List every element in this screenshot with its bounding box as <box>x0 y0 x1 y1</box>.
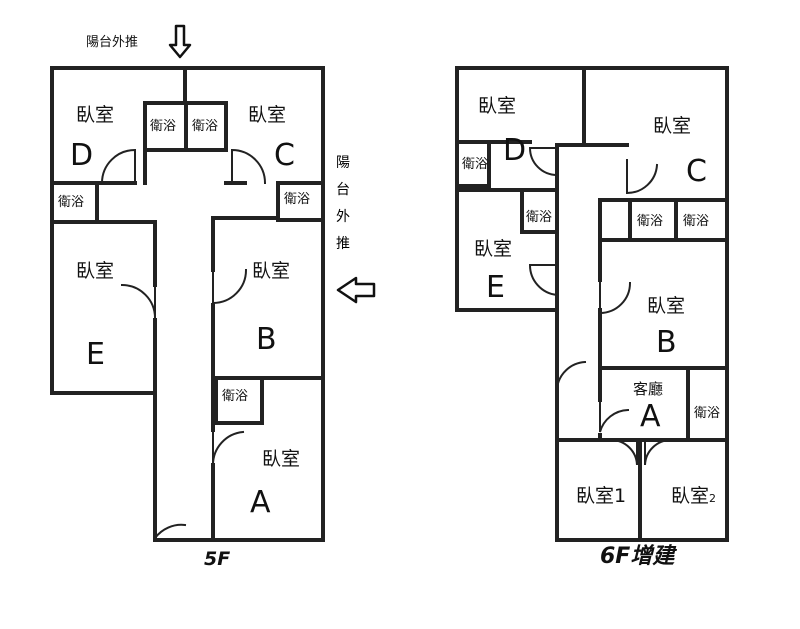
room-letter-5f-d: D <box>70 138 94 173</box>
room-letter-6f-e: E <box>486 270 505 305</box>
bath-label-6f-4: 衛浴 <box>683 214 710 229</box>
balcony-side-char: 陽 <box>336 155 350 171</box>
bath-label-5f-2: 衛浴 <box>192 119 219 134</box>
room-letter-6f-c: C <box>686 154 707 189</box>
room-letter-5f-e: E <box>86 337 105 372</box>
room-label-6f-2: 臥室2 <box>671 487 716 506</box>
bath-label-5f-3: 衛浴 <box>58 195 85 210</box>
room-label-6f-c: 臥室 <box>653 115 692 137</box>
bath-label-6f-3: 衛浴 <box>637 214 664 229</box>
room-label-5f-e: 臥室 <box>76 260 115 282</box>
bath-label-6f-1: 衛浴 <box>462 157 489 172</box>
arrow-left-icon <box>336 276 376 304</box>
room-letter-5f-b: B <box>256 322 277 357</box>
room-label-6f-2-sub: 2 <box>709 492 717 505</box>
living-room-label: 客廳 <box>633 380 664 398</box>
floor-label-6f: 6F增建 <box>600 544 675 569</box>
bath-label-5f-5: 衛浴 <box>222 389 249 404</box>
room-letter-6f-d: D <box>503 133 527 168</box>
room-letter-5f-a: A <box>250 485 271 520</box>
balcony-side-char: 外 <box>336 209 350 225</box>
bath-label-6f-5: 衛浴 <box>694 406 721 421</box>
room-label-6f-1: 臥室1 <box>576 485 627 507</box>
balcony-side-char: 台 <box>336 182 350 198</box>
5f-outer-wall <box>50 66 325 542</box>
room-label-5f-b: 臥室 <box>252 260 291 282</box>
room-label-6f-b: 臥室 <box>647 295 686 317</box>
room-label-5f-c: 臥室 <box>248 104 287 126</box>
bath-label-5f-4: 衛浴 <box>284 192 311 207</box>
arrow-down-icon <box>168 24 192 59</box>
balcony-label-top: 陽台外推 <box>86 35 139 50</box>
bath-label-5f-1: 衛浴 <box>150 119 177 134</box>
balcony-side-char: 推 <box>336 236 350 252</box>
room-label-6f-d: 臥室 <box>478 95 517 117</box>
room-label-6f-e: 臥室 <box>474 238 513 260</box>
bath-label-6f-2: 衛浴 <box>526 210 553 225</box>
room-label-5f-d: 臥室 <box>76 104 115 126</box>
balcony-label-side: 陽 台 外 推 <box>335 150 351 258</box>
room-letter-6f-a: A <box>640 399 661 434</box>
room-label-6f-2-text: 臥室 <box>671 485 710 507</box>
room-label-5f-a: 臥室 <box>262 448 301 470</box>
room-letter-6f-b: B <box>656 325 677 360</box>
room-letter-5f-c: C <box>274 138 295 173</box>
floor-label-5f: 5F <box>204 548 231 570</box>
